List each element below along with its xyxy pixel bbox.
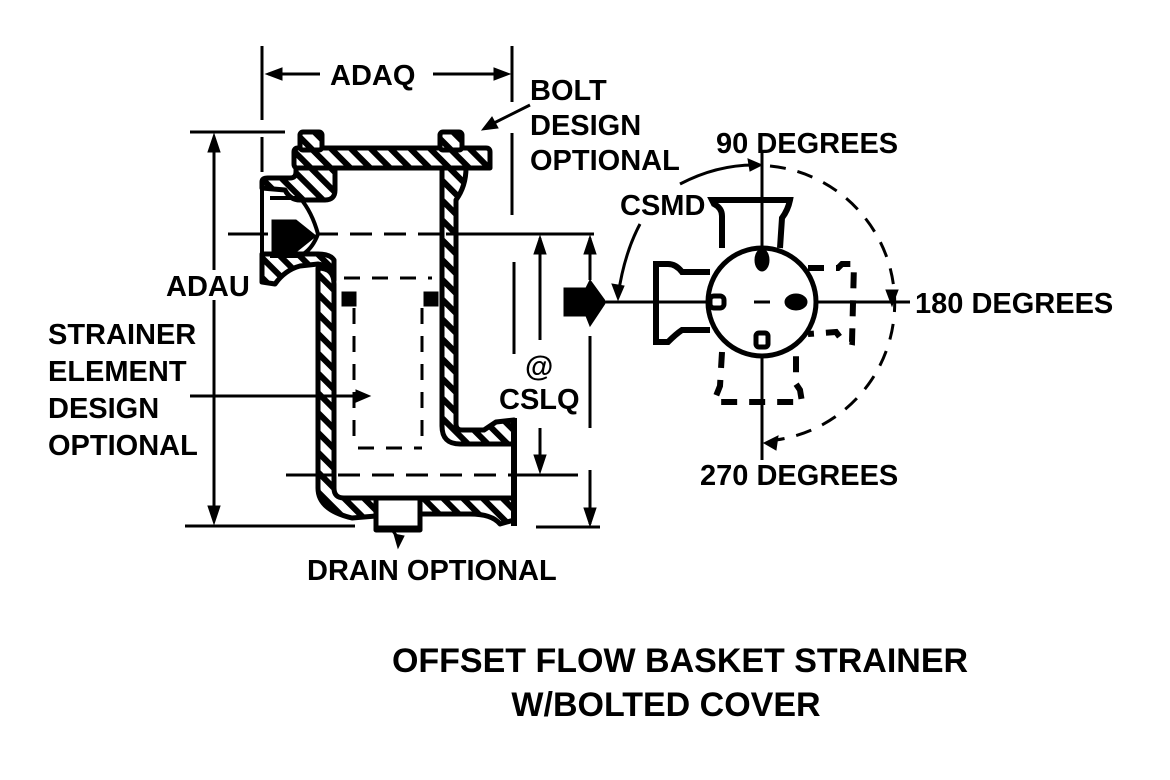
nozzle-270-optional bbox=[713, 351, 806, 405]
strainer-label-line4: OPTIONAL bbox=[48, 430, 198, 462]
adau-dimension: ADAU bbox=[166, 130, 355, 528]
boss-right bbox=[784, 293, 808, 311]
bolt-boss-left bbox=[297, 129, 325, 153]
bolt-design-callout: BOLT DESIGN OPTIONAL bbox=[480, 75, 680, 177]
arrowhead-left-icon bbox=[762, 435, 779, 451]
title-line1: OFFSET FLOW BASKET STRAINER bbox=[392, 642, 968, 680]
boss-left bbox=[707, 293, 727, 311]
strainer-element-callout: STRAINER ELEMENT DESIGN OPTIONAL bbox=[48, 319, 372, 462]
basket-seat-right bbox=[423, 291, 439, 307]
arrowhead-down-icon bbox=[207, 505, 221, 526]
basket-seat-left bbox=[341, 291, 357, 307]
csmd-label: CSMD bbox=[620, 190, 705, 222]
title-line2: W/BOLTED COVER bbox=[511, 686, 820, 724]
csmd-callout: CSMD bbox=[611, 190, 705, 302]
arrowhead-up-icon bbox=[207, 132, 221, 153]
bolt-label-line1: BOLT bbox=[530, 75, 607, 107]
nozzle-0 bbox=[653, 261, 710, 345]
bolt-boss-right bbox=[437, 129, 465, 153]
side-view: ADAQ BOLT DESIGN OPTIONAL ADAU bbox=[48, 46, 680, 587]
body-left-wall bbox=[315, 265, 517, 533]
arrowhead-down-icon bbox=[885, 289, 899, 308]
diagram-title: OFFSET FLOW BASKET STRAINER W/BOLTED COV… bbox=[392, 642, 968, 724]
inlet-flow-arrow-icon bbox=[271, 219, 317, 253]
adaq-label: ADAQ bbox=[330, 60, 415, 92]
orientation-view: CSMD 90 DEGREES 180 DEGREES 270 DEGREES bbox=[606, 128, 1113, 492]
body-right-wall bbox=[439, 165, 517, 447]
adaq-dimension: ADAQ bbox=[260, 46, 514, 120]
body-upper-left bbox=[259, 165, 338, 203]
leader-arrow-icon bbox=[611, 283, 625, 302]
leader-arrow-icon bbox=[393, 533, 405, 550]
drain-callout: DRAIN OPTIONAL bbox=[307, 529, 557, 587]
at-symbol-label: @ bbox=[525, 351, 553, 383]
arrowhead-down-icon bbox=[533, 454, 547, 475]
deg-270-label: 270 DEGREES bbox=[700, 460, 898, 492]
nozzle-90 bbox=[707, 197, 794, 249]
leader-arrow-icon bbox=[480, 116, 499, 131]
arrowhead-down-icon bbox=[583, 507, 597, 528]
cslq-label: CSLQ bbox=[499, 384, 580, 416]
drain-label: DRAIN OPTIONAL bbox=[307, 555, 557, 587]
arrowhead-left-icon bbox=[264, 67, 283, 81]
drain-boss bbox=[373, 495, 423, 531]
leader-arrow-icon bbox=[355, 389, 372, 403]
strainer-element bbox=[344, 276, 432, 450]
bolt-label-line2: DESIGN bbox=[530, 110, 641, 142]
arrowhead-up-icon bbox=[583, 234, 597, 255]
arrowhead-right-icon bbox=[747, 158, 764, 172]
bolt-label-line3: OPTIONAL bbox=[530, 145, 680, 177]
boss-bottom bbox=[753, 330, 771, 350]
deg-180-label: 180 DEGREES bbox=[915, 288, 1113, 320]
cslq-dimension: @ CSLQ bbox=[499, 234, 600, 529]
strainer-label-line2: ELEMENT bbox=[48, 356, 187, 388]
outlet-flow-arrow-icon bbox=[563, 279, 607, 328]
strainer-label-line3: DESIGN bbox=[48, 393, 159, 425]
arrowhead-up-icon bbox=[533, 234, 547, 255]
nozzle-180-optional bbox=[807, 261, 858, 346]
csmd-arc-lead bbox=[679, 163, 759, 186]
boss-top bbox=[754, 248, 770, 272]
strainer-label-line1: STRAINER bbox=[48, 319, 196, 351]
arrowhead-right-icon bbox=[493, 67, 512, 81]
adau-label: ADAU bbox=[166, 271, 250, 303]
deg-90-label: 90 DEGREES bbox=[716, 128, 898, 160]
